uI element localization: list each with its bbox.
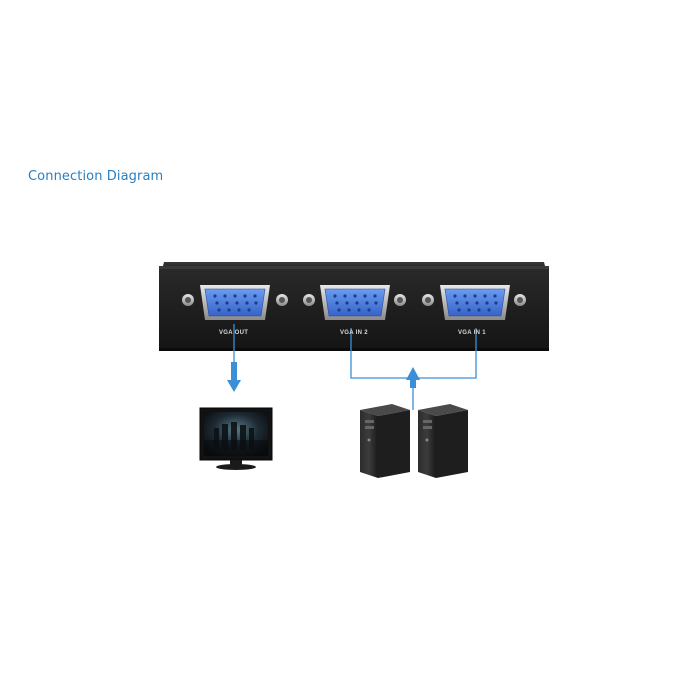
monitor-icon — [200, 408, 272, 470]
vga-in-2-label: VGA IN 2 — [340, 330, 368, 336]
vga-in-1-label: VGA IN 1 — [458, 330, 486, 336]
desktop-pc-icon — [418, 404, 468, 478]
vga-out-label: VGA OUT — [219, 330, 248, 336]
desktop-pc-icon — [360, 404, 410, 478]
input-arrowhead — [406, 367, 420, 388]
